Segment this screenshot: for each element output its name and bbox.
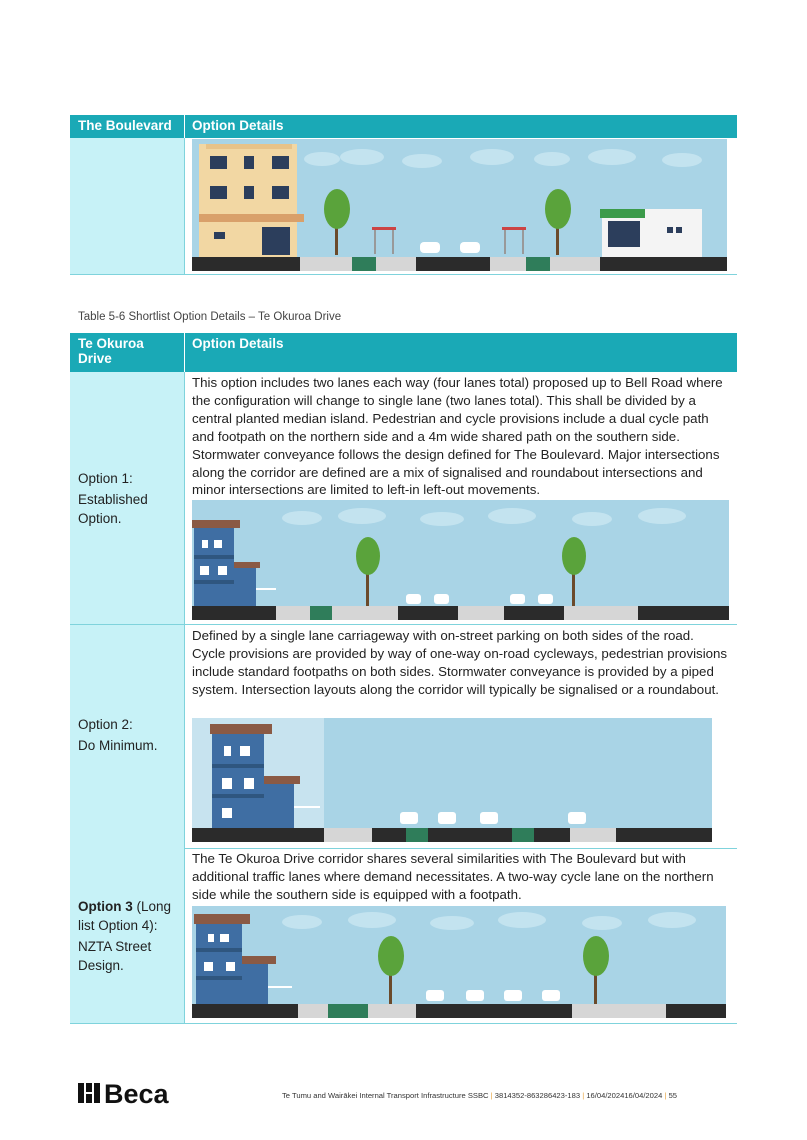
te-okuroa-header-col2: Option Details xyxy=(192,336,284,351)
option2-label-line2: Do Minimum. xyxy=(78,738,158,753)
option1-description: This option includes two lanes each way … xyxy=(192,375,723,498)
option2-row: Option 2: Do Minimum. Defined by a singl… xyxy=(70,625,737,849)
option1-label-line2: Established Option. xyxy=(78,492,148,526)
option3-content-cell: The Te Okuroa Drive corridor shares seve… xyxy=(186,848,737,1023)
option3-label-line2: NZTA Street Design. xyxy=(78,939,152,973)
option2-content-cell: Defined by a single lane carriageway wit… xyxy=(186,625,737,848)
boulevard-content-cell xyxy=(186,138,737,274)
boulevard-header-col2: Option Details xyxy=(192,118,284,133)
option2-label-cell: Option 2: Do Minimum. xyxy=(70,625,185,848)
option3-label-line1: Option 3 (Long list Option 4): xyxy=(78,897,180,935)
te-okuroa-header-col1: Te Okuroa Drive xyxy=(70,333,185,372)
option1-row: Option 1: Established Option. This optio… xyxy=(70,372,737,625)
option3-label-cell: Option 3 (Long list Option 4): NZTA Stre… xyxy=(70,848,185,1023)
option3-cross-section-image xyxy=(192,906,726,1018)
option3-label-bold: Option 3 xyxy=(78,899,133,914)
option2-label-line1: Option 2: xyxy=(78,717,133,732)
footer-text: Te Tumu and Wairākei Internal Transport … xyxy=(282,1091,677,1100)
option3-description: The Te Okuroa Drive corridor shares seve… xyxy=(192,851,714,902)
footer-doc-ref: 3814352-863286423-183 xyxy=(494,1091,581,1100)
boulevard-table-row xyxy=(70,138,737,275)
option1-content-cell: This option includes two lanes each way … xyxy=(186,372,737,624)
page-number: 55 xyxy=(668,1091,678,1100)
boulevard-header-col1: The Boulevard xyxy=(70,115,185,138)
option1-label-line1: Option 1: xyxy=(78,471,133,486)
footer-doc-title: Te Tumu and Wairākei Internal Transport … xyxy=(282,1091,489,1100)
beca-logo-text: Beca xyxy=(104,1080,170,1106)
footer-sep-1: | xyxy=(490,1091,493,1100)
footer-date: 16/04/202416/04/2024 xyxy=(586,1091,663,1100)
option1-label-cell: Option 1: Established Option. xyxy=(70,372,185,624)
beca-logo: Beca xyxy=(78,1080,182,1106)
option2-description: Defined by a single lane carriageway wit… xyxy=(192,628,728,697)
footer-sep-3: | xyxy=(664,1091,667,1100)
option3-label-rest: (Long list Option 4): xyxy=(78,899,172,933)
table-caption: Table 5-6 Shortlist Option Details – Te … xyxy=(78,311,342,323)
boulevard-label-cell xyxy=(70,138,185,274)
option1-cross-section-image xyxy=(192,500,729,620)
boulevard-cross-section-image xyxy=(192,139,727,271)
te-okuroa-table-header: Te Okuroa Drive Option Details xyxy=(70,333,737,372)
option2-cross-section-image xyxy=(192,718,712,842)
footer-sep-2: | xyxy=(582,1091,585,1100)
boulevard-table-header: The Boulevard Option Details xyxy=(70,115,737,138)
option3-row: Option 3 (Long list Option 4): NZTA Stre… xyxy=(70,848,737,1024)
